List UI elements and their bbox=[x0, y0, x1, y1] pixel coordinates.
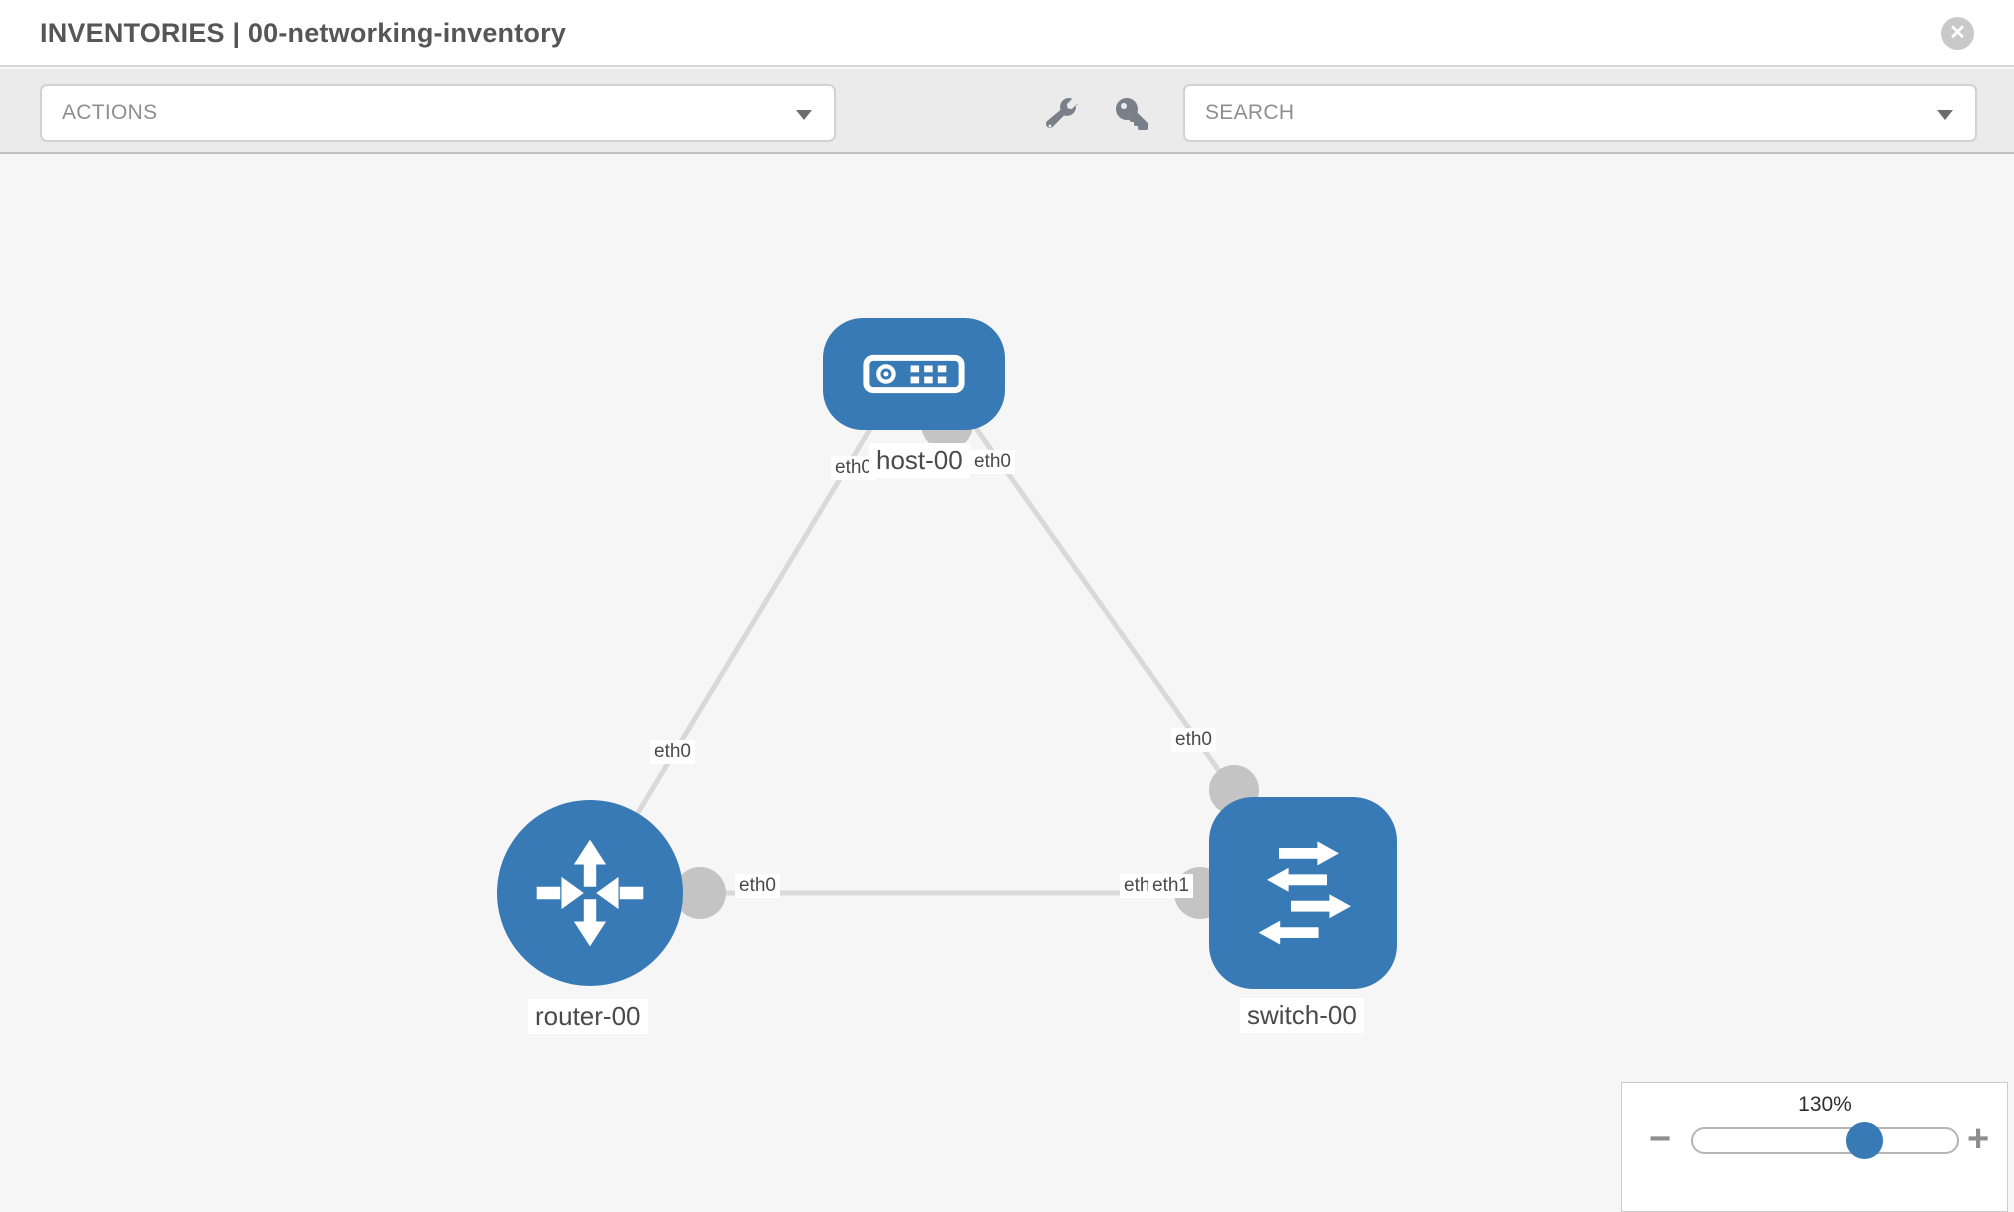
node-label-router-00: router-00 bbox=[528, 999, 648, 1034]
node-label-host-00: host-00 bbox=[869, 443, 970, 478]
zoom-slider-thumb[interactable] bbox=[1846, 1122, 1883, 1159]
switch-icon bbox=[1258, 841, 1351, 945]
iface-label: eth0 bbox=[735, 874, 780, 898]
links-layer bbox=[633, 398, 1259, 919]
node-switch-00[interactable] bbox=[1209, 797, 1397, 989]
iface-label: eth0 bbox=[1171, 728, 1216, 752]
host-icon bbox=[863, 354, 965, 394]
chevron-down-icon bbox=[1937, 110, 1953, 120]
actions-dropdown-label: ACTIONS bbox=[62, 101, 158, 124]
actions-dropdown[interactable]: ACTIONS bbox=[40, 84, 836, 142]
close-icon[interactable]: ✕ bbox=[1941, 17, 1974, 50]
key-glyph bbox=[1116, 98, 1148, 130]
node-host-00[interactable] bbox=[823, 318, 1005, 430]
search-dropdown-label: SEARCH bbox=[1205, 101, 1295, 124]
node-router-00[interactable] bbox=[497, 800, 683, 986]
zoom-in-button[interactable]: + bbox=[1967, 1118, 1990, 1160]
zoom-slider-track[interactable] bbox=[1691, 1127, 1959, 1154]
zoom-out-button[interactable]: − bbox=[1649, 1118, 1672, 1160]
iface-label: eth0 bbox=[831, 456, 876, 480]
toolbar: ACTIONS SEARCH bbox=[0, 69, 2014, 154]
zoom-control-panel: 130% − + bbox=[1621, 1082, 2008, 1212]
close-glyph: ✕ bbox=[1949, 21, 1966, 44]
page-title: INVENTORIES | 00-networking-inventory bbox=[40, 18, 567, 48]
node-label-switch-00: switch-00 bbox=[1240, 998, 1364, 1033]
iface-label: eth1 bbox=[1148, 874, 1193, 898]
router-icon bbox=[536, 839, 644, 947]
topology-canvas[interactable]: eth0 eth0 eth0 eth0 eth0 eth0 eth1 host-… bbox=[0, 156, 2014, 1200]
search-dropdown[interactable]: SEARCH bbox=[1183, 84, 1977, 142]
panel-header: INVENTORIES | 00-networking-inventory ✕ bbox=[0, 0, 2014, 67]
wrench-icon[interactable] bbox=[1044, 96, 1080, 132]
key-icon[interactable] bbox=[1114, 96, 1150, 132]
iface-label: eth0 bbox=[650, 740, 695, 764]
chevron-down-icon bbox=[796, 110, 812, 120]
endpoint-router-eth0[interactable] bbox=[674, 867, 726, 919]
wrench-glyph bbox=[1046, 98, 1078, 128]
iface-label: eth0 bbox=[970, 450, 1015, 474]
zoom-percent: 130% bbox=[1798, 1093, 1852, 1116]
